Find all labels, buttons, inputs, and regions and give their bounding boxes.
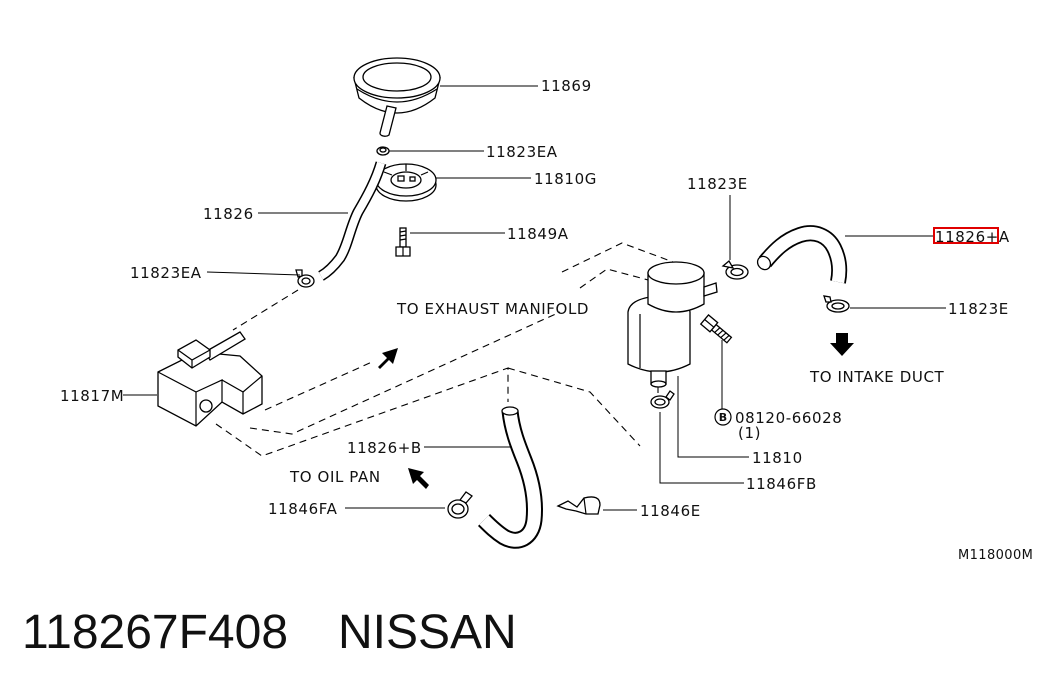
caption-part-number: 118267F408: [22, 606, 288, 659]
bolt-11849A: [395, 227, 411, 257]
circled-b-icon: [714, 408, 732, 426]
clamp-11823E-intake: [823, 295, 850, 313]
arrow-intake-icon: [830, 333, 854, 356]
bolt-part-number: 08120-66028: [735, 409, 842, 427]
label-clamp-oil: 11846FA: [268, 500, 338, 518]
label-baffle: 11817M: [60, 387, 124, 405]
caption-brand: NISSAN: [338, 606, 517, 659]
label-clamp-canister: 11823E: [687, 175, 748, 193]
label-grommet: 11810G: [534, 170, 597, 188]
label-cap: 11869: [541, 77, 592, 95]
diagram-code: M118000M: [958, 548, 1033, 563]
bolt-symbol: B: [719, 411, 727, 424]
bolt-08120-66028: [699, 313, 733, 344]
clip-11846E: [556, 496, 601, 515]
label-hose-left: 11826: [203, 205, 254, 223]
label-hose-a: 11826+A: [935, 228, 1010, 246]
clamp-11846FB: [650, 390, 675, 409]
label-hose-b: 11826+B: [347, 439, 422, 457]
baffle-11817M: [157, 331, 263, 427]
hose-11826-B: [477, 406, 543, 549]
arrow-oil-pan-icon: [408, 468, 429, 489]
cap-11869: [353, 57, 441, 137]
clamp-11846FA: [447, 491, 473, 519]
hose-11826-A: [756, 225, 848, 284]
label-bolt: 11849A: [507, 225, 569, 243]
hose-11826: [318, 161, 387, 281]
label-clamp-top: 11823EA: [486, 143, 558, 161]
clamp-11823EA-lower: [295, 269, 315, 288]
grommet-11810G: [375, 163, 437, 202]
label-clamp-left: 11823EA: [130, 264, 202, 282]
clamp-11823EA-top: [376, 146, 390, 156]
label-clip: 11846E: [640, 502, 701, 520]
label-clamp-canister-bottom: 11846FB: [746, 475, 817, 493]
highlight-box: [933, 227, 999, 244]
bolt-quantity: (1): [738, 424, 761, 442]
leader-lines: [123, 85, 946, 511]
arrow-exhaust-icon: [378, 348, 398, 369]
label-to-intake: TO INTAKE DUCT: [809, 368, 945, 386]
label-clamp-intake: 11823E: [948, 300, 1009, 318]
bolt-callout: B 08120-66028 (1): [714, 408, 842, 442]
clamp-11823E-canister: [721, 260, 749, 280]
canister-11810: [627, 261, 718, 388]
label-to-oil-pan: TO OIL PAN: [289, 468, 381, 486]
label-to-exhaust: TO EXHAUST MANIFOLD: [396, 300, 589, 318]
label-canister: 11810: [752, 449, 803, 467]
